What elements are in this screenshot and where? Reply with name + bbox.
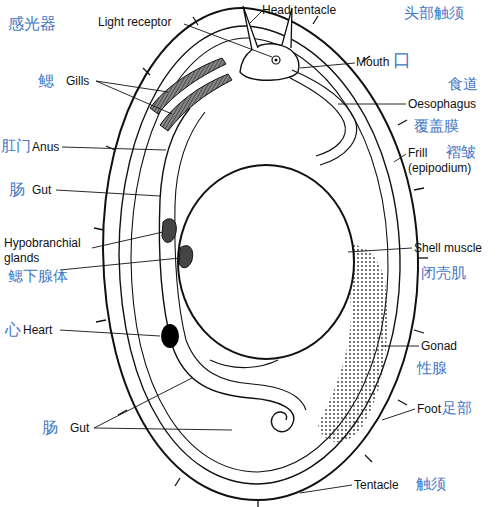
eye	[272, 56, 280, 64]
heart	[161, 324, 179, 348]
part-label: Gonad	[421, 339, 457, 354]
head	[240, 44, 299, 81]
oesophagus	[290, 78, 345, 156]
shell-muscle	[178, 165, 354, 359]
part-label: Oesophagus	[408, 97, 476, 112]
chinese-part-label: 足部	[442, 399, 472, 417]
chinese-part-label: 覆盖膜	[414, 117, 459, 135]
chinese-part-label: 肠	[9, 180, 25, 199]
part-label: Anus	[32, 140, 59, 155]
part-label: Light receptor	[98, 15, 171, 30]
eye-pupil	[275, 59, 278, 62]
part-label: Foot	[417, 402, 441, 417]
chinese-part-label: 鳃	[38, 71, 54, 90]
chinese-part-label: 食道	[448, 75, 478, 93]
chinese-part-label: 闭壳肌	[421, 264, 466, 282]
leader-lines	[56, 11, 419, 493]
part-label: Gills	[66, 74, 89, 89]
part-label: Tentacle	[354, 478, 399, 493]
mantle-outline	[131, 38, 388, 472]
chinese-part-label: 性腺	[417, 359, 447, 377]
chinese-part-label: 口	[393, 49, 411, 70]
chinese-part-label: 触须	[416, 475, 446, 493]
part-label: Head tentacle	[262, 3, 336, 18]
epipodium-outline	[119, 26, 400, 484]
chinese-part-label: 头部触须	[404, 4, 464, 22]
gut-loop	[210, 360, 278, 368]
gill	[160, 74, 232, 131]
head-tentacle	[243, 6, 258, 50]
part-label: Gut	[32, 183, 51, 198]
chinese-part-label: 鳃下腺体	[8, 267, 68, 285]
body-outline	[103, 8, 418, 500]
part-label: Hypobranchial glands	[4, 236, 94, 266]
chinese-part-label: 肠	[42, 418, 58, 437]
chinese-part-label: 肛门	[1, 137, 31, 155]
hypobranchial-gland	[162, 219, 176, 243]
chinese-part-label: 感光器	[8, 14, 56, 33]
part-label: Shell muscle	[414, 241, 482, 256]
part-label: Mouth	[356, 55, 389, 70]
chinese-part-label: 心	[5, 320, 21, 339]
hypobranchial-gland	[179, 246, 193, 268]
part-label: Gut	[70, 421, 89, 436]
part-label: Heart	[23, 323, 52, 338]
chinese-part-label: 褶皱	[446, 143, 476, 161]
